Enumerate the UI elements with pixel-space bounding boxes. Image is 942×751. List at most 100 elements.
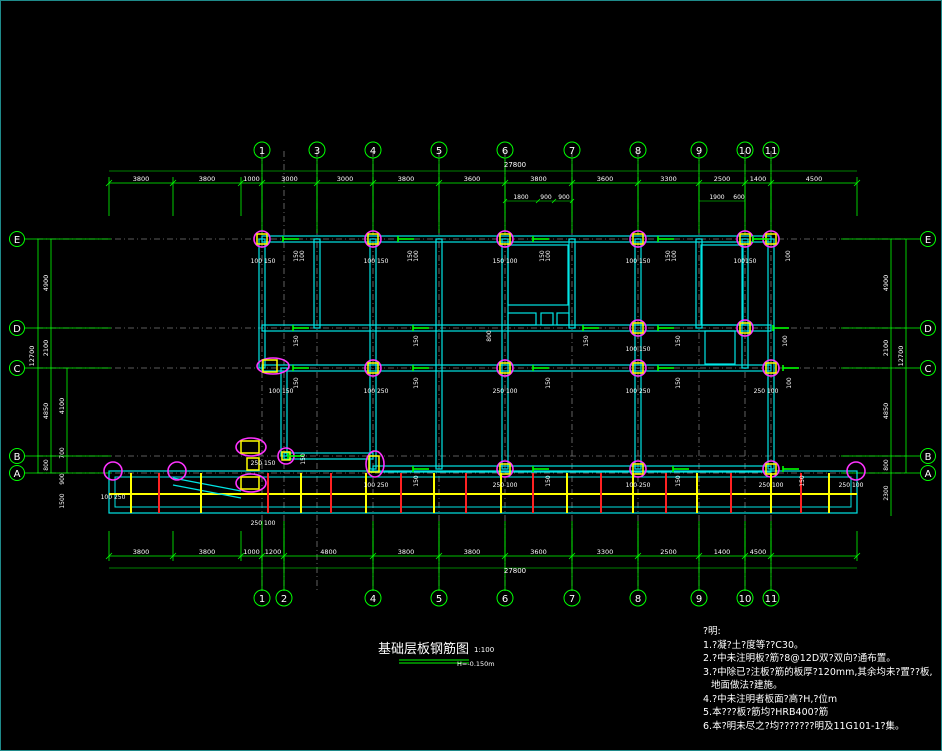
column-marker	[629, 230, 647, 248]
dim-text: 900	[558, 194, 570, 201]
column-marker	[629, 460, 647, 478]
dim-text: 3800	[464, 548, 481, 556]
column-marker	[496, 230, 514, 248]
rebar-annotation: 150	[293, 250, 300, 262]
dim-text: 4850	[42, 403, 50, 420]
column	[499, 463, 511, 475]
rebar-annotation: 150	[545, 475, 552, 487]
rebar-annotation: 250 100	[759, 482, 784, 489]
dim-text: 900	[540, 194, 552, 201]
dim-tick	[535, 198, 541, 204]
rebar-annotation: 150	[675, 475, 682, 487]
axis-label-bottom: 7	[569, 594, 575, 605]
drawing-elevation: H=-0.150m	[457, 660, 495, 668]
dim-tick	[634, 552, 642, 560]
dim-tick	[169, 552, 177, 560]
axis-label-bottom: 6	[502, 594, 508, 605]
axis-label-bottom: 2	[281, 594, 287, 605]
rebar-annotation: 100 250	[364, 482, 389, 489]
dim-tick	[280, 552, 288, 560]
axis-bubble	[690, 141, 708, 159]
note-4: 4.?中未注明者板面?高?H,?位m	[703, 693, 838, 705]
column	[632, 463, 644, 475]
dim-text: 3800	[398, 175, 415, 183]
beam-vertical	[258, 238, 266, 369]
dim-tick	[237, 552, 245, 560]
column	[367, 233, 379, 245]
axis-label-top: 11	[765, 146, 778, 157]
dim-tick	[435, 179, 443, 187]
dim-tick	[695, 179, 703, 187]
dim-total-right: 12700	[897, 346, 905, 367]
beam-vertical	[568, 238, 576, 329]
pile-marker	[846, 461, 866, 481]
axis-bubble	[736, 589, 754, 607]
column-marker	[235, 473, 267, 493]
dim-text: 1500	[59, 493, 66, 508]
axis-bubble	[364, 589, 382, 607]
dim-text: 700	[59, 447, 66, 459]
drawing-scale: 1:100	[474, 646, 494, 654]
beam-vertical	[767, 238, 775, 470]
axis-bubble	[9, 320, 25, 336]
dim-text: 3300	[660, 175, 677, 183]
dim-tick	[105, 552, 113, 560]
dim-tick	[741, 552, 749, 560]
room-outline	[700, 244, 744, 326]
dim-tick	[695, 552, 703, 560]
dim-text: 1800	[513, 194, 528, 201]
rebar-annotation: 100	[671, 250, 678, 262]
dim-text: 2500	[660, 548, 677, 556]
axis-label-bottom: 5	[436, 594, 442, 605]
axis-label-left: A	[14, 469, 21, 480]
dim-text: 2300	[883, 485, 890, 500]
axis-bubble	[9, 448, 25, 464]
column	[499, 233, 511, 245]
axis-bubble	[629, 141, 647, 159]
axis-bubble	[308, 141, 326, 159]
axis-label-left: E	[14, 235, 20, 246]
dim-text: 1900	[709, 194, 724, 201]
beam-vertical	[634, 238, 642, 470]
note-6: 6.本?明未尽之?均???????明及11G101-1?集。	[703, 720, 905, 732]
dim-tick	[435, 552, 443, 560]
rebar-annotation: 100	[413, 250, 420, 262]
rebar-annotation: 100150	[734, 258, 757, 265]
axis-bubble	[253, 589, 271, 607]
dim-text: 2100	[42, 340, 50, 357]
column	[739, 322, 751, 334]
dim-text: 3800	[199, 175, 216, 183]
column	[499, 362, 511, 374]
dim-text: 4500	[750, 548, 767, 556]
column-marker	[629, 319, 647, 337]
axis-bubble	[762, 589, 780, 607]
dim-text: 3600	[597, 175, 614, 183]
dim-text: 600	[733, 194, 745, 201]
axis-bubble	[920, 320, 936, 336]
dim-tick	[634, 179, 642, 187]
design-notes: ?明: 1.?凝?土?度等??C30。 2.?中未注明板?筋?8@12D双?双向…	[703, 625, 939, 733]
dim-tick	[501, 179, 509, 187]
dim-tick	[853, 552, 861, 560]
dim-tick	[767, 179, 775, 187]
column-marker	[364, 230, 382, 248]
dim-total-left: 12700	[28, 346, 36, 367]
dim-tick	[767, 552, 775, 560]
dim-text: 2100	[882, 340, 890, 357]
column-marker	[762, 359, 780, 377]
dim-tick	[853, 179, 861, 187]
rebar-annotation: 250 150	[251, 460, 276, 467]
axis-bubble	[364, 141, 382, 159]
pile-marker	[167, 461, 187, 481]
dim-tick	[313, 179, 321, 187]
drawing-title: 基础层板钢筋图	[378, 641, 469, 657]
axis-label-bottom: 4	[370, 594, 376, 605]
dim-tick	[169, 179, 177, 187]
axis-bubble	[430, 589, 448, 607]
beam-vertical	[695, 238, 703, 329]
beam-vertical	[313, 238, 321, 329]
axis-label-right: C	[925, 364, 932, 375]
axis-label-bottom: 1	[259, 594, 265, 605]
room-outline	[507, 244, 569, 306]
